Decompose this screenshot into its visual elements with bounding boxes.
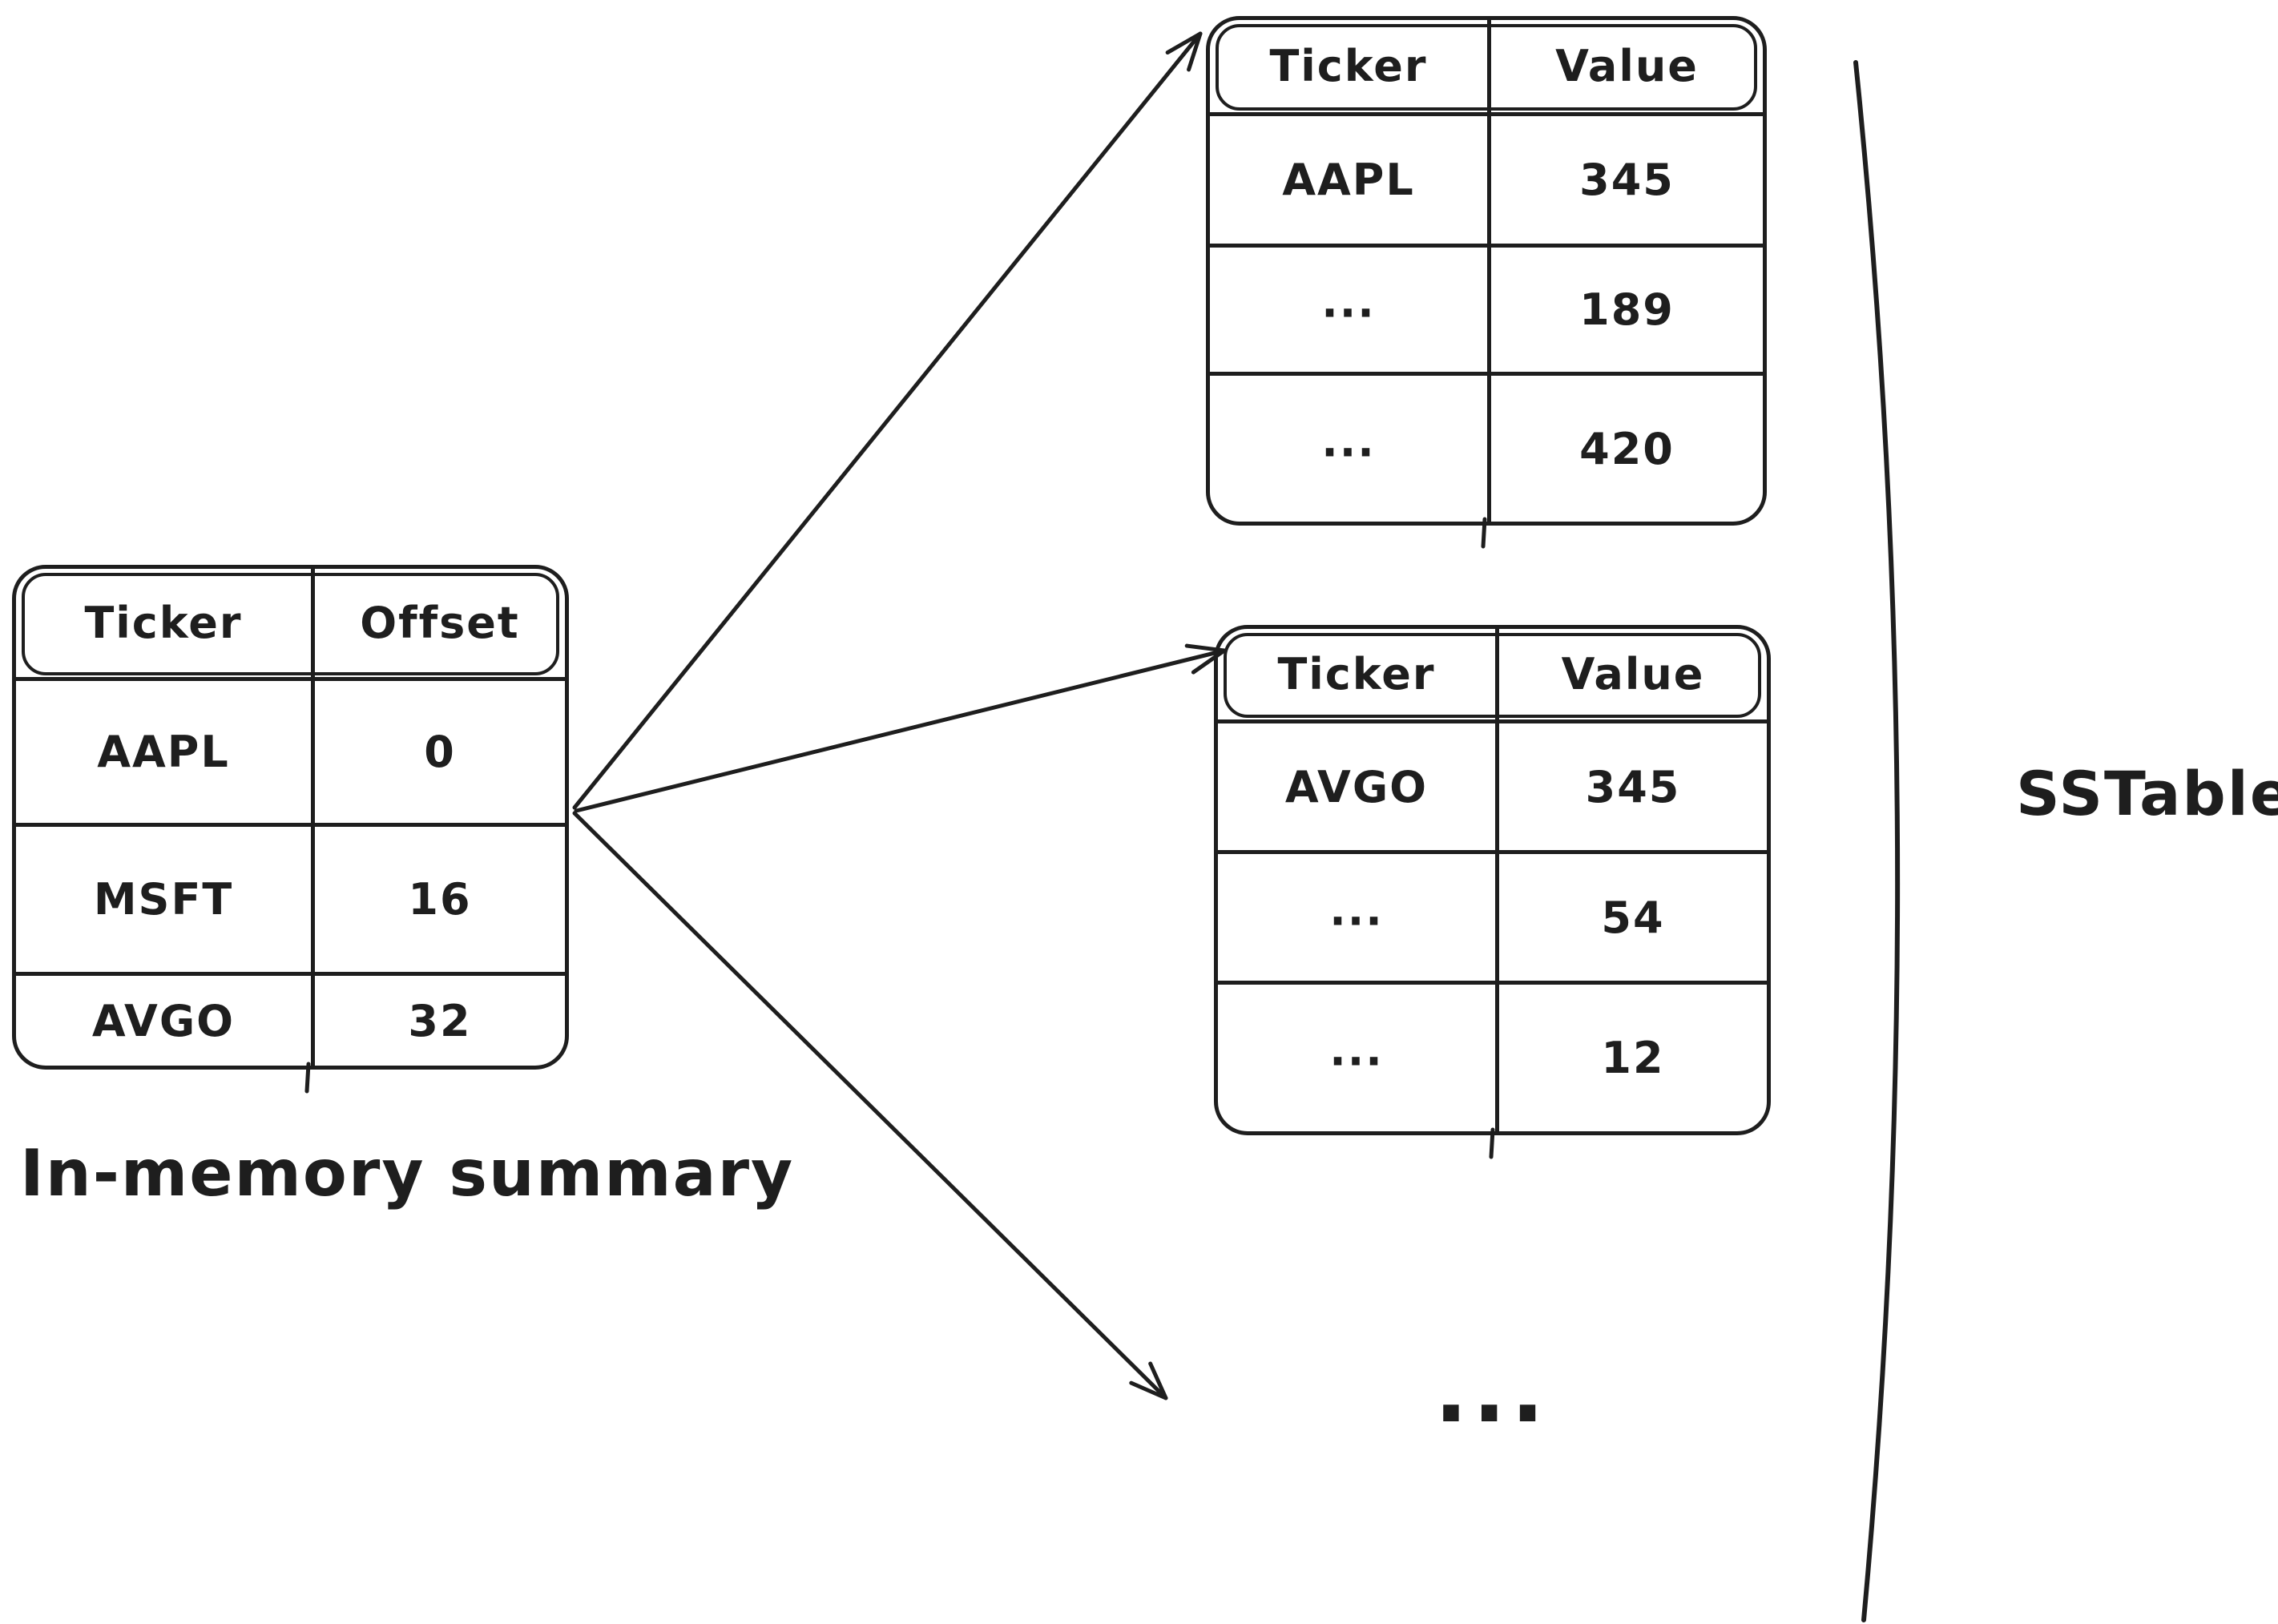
table-cell: MSFT: [16, 823, 311, 972]
segment2-header-value: Value: [1495, 629, 1767, 719]
table-cell: 0: [311, 677, 565, 823]
table-cell: 345: [1487, 112, 1763, 244]
more-segments-ellipsis: ...: [1434, 1340, 1550, 1442]
table-cell: 16: [311, 823, 565, 972]
table-cell: AVGO: [16, 972, 311, 1066]
table-cell: ...: [1218, 981, 1495, 1131]
sstable-caption: SSTable: [2016, 758, 2278, 829]
ellipsis-cell: ...: [1329, 884, 1384, 935]
table-cell: ...: [1210, 244, 1487, 372]
summary-caption: In-memory summary: [20, 1136, 795, 1211]
table-cell: 420: [1487, 372, 1763, 522]
table-cell: 345: [1495, 719, 1767, 850]
summary-header-ticker: Ticker: [84, 598, 243, 648]
arrow-to-segment-1: [572, 31, 1203, 810]
sstable-brace-line: [1853, 60, 1901, 1622]
table-cell: 54: [1495, 850, 1767, 981]
table-cell: AVGO: [1218, 719, 1495, 850]
table-cell: ...: [1210, 372, 1487, 522]
table-cell: 189: [1487, 244, 1763, 372]
segment-table-1: Ticker Value AAPL 345 ... 189 ... 420: [1206, 16, 1767, 526]
table-cell: ...: [1218, 850, 1495, 981]
segment1-header-value: Value: [1487, 20, 1763, 112]
segment2-header-ticker: Ticker: [1277, 649, 1436, 699]
table-cell: AAPL: [1210, 112, 1487, 244]
segment1-header-ticker: Ticker: [1269, 41, 1428, 91]
arrow-to-more-segments: [572, 811, 1168, 1400]
summary-header-offset: Offset: [311, 569, 565, 677]
ellipsis-cell: ...: [1321, 276, 1376, 328]
table-cell: 32: [311, 972, 565, 1066]
table-cell: AAPL: [16, 677, 311, 823]
segment-table-2: Ticker Value AVGO 345 ... 54 ... 12: [1214, 625, 1771, 1135]
summary-table: Ticker Offset AAPL 0 MSFT 16 AVGO 32: [12, 565, 569, 1070]
arrow-to-segment-2: [574, 643, 1227, 813]
table-cell: 12: [1495, 981, 1767, 1131]
ellipsis-cell: ...: [1329, 1025, 1384, 1076]
ellipsis-cell: ...: [1321, 415, 1376, 466]
